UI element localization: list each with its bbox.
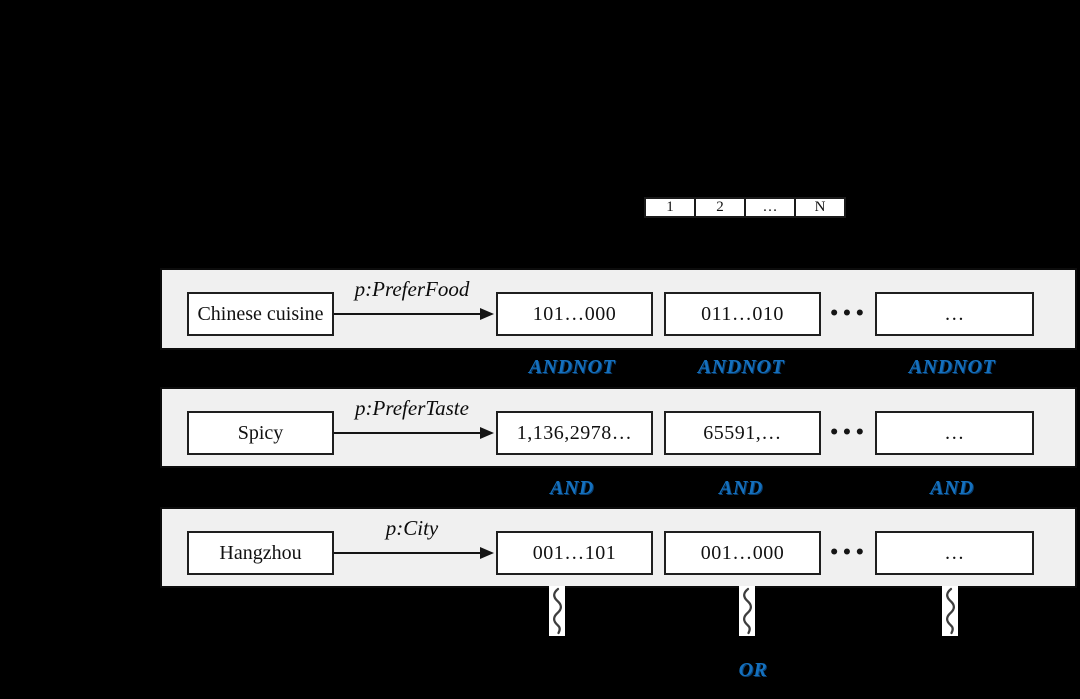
ellipsis-dots-icon: •••	[828, 304, 868, 324]
bitmap-chunk-box-2: 65591,…	[664, 411, 821, 455]
chunk-index-table: 1 2 … N	[644, 197, 846, 218]
operator-andnot-1: ANDNOT	[528, 356, 616, 378]
chunk-index-cell-1: 1	[644, 197, 696, 218]
chunk-index-cell-ellipsis: …	[744, 197, 796, 218]
bitmap-value: 001…101	[532, 541, 617, 564]
operator-andnot-2: ANDNOT	[697, 356, 785, 378]
predicate-arrow-head-icon	[480, 427, 494, 439]
operator-and-3: AND	[930, 477, 974, 499]
subject-label: Hangzhou	[219, 541, 302, 564]
subject-box-spicy: Spicy	[187, 411, 334, 455]
bitmap-chunk-box-n: …	[875, 292, 1034, 336]
bitmap-chunk-box-1: 101…000	[496, 292, 653, 336]
predicate-label-preferfood: p:PreferFood	[354, 277, 470, 301]
bitmap-value: 001…000	[700, 541, 785, 564]
bitmap-value: …	[944, 302, 965, 325]
bitmap-value: 1,136,2978…	[516, 421, 633, 444]
subject-box-chinese-cuisine: Chinese cuisine	[187, 292, 334, 336]
bitmap-value: …	[944, 541, 965, 564]
operator-or: OR	[738, 659, 768, 681]
operator-and-2: AND	[719, 477, 763, 499]
bitmap-value: 65591,…	[703, 421, 782, 444]
row-band-preferfood: Chinese cuisine p:PreferFood 101…000 011…	[160, 268, 1077, 350]
bitmap-chunk-box-n: …	[875, 411, 1034, 455]
bitmap-value: 101…000	[532, 302, 617, 325]
ellipsis-dots-icon: •••	[828, 543, 868, 563]
operator-andnot-3: ANDNOT	[908, 356, 996, 378]
predicate-arrow-line	[334, 432, 482, 434]
bitmap-chunk-box-1: 001…101	[496, 531, 653, 575]
subject-box-hangzhou: Hangzhou	[187, 531, 334, 575]
chunk-index-cell-2: 2	[694, 197, 746, 218]
bitmap-value: 011…010	[701, 302, 784, 325]
row-band-city: Hangzhou p:City 001…101 001…000 ••• …	[160, 507, 1077, 588]
predicate-arrow-line	[334, 313, 482, 315]
bitmap-chunk-box-1: 1,136,2978…	[496, 411, 653, 455]
ellipsis-dots-icon: •••	[828, 423, 868, 443]
squiggle-arrow-icon-1	[549, 586, 565, 636]
row-band-prefertaste: Spicy p:PreferTaste 1,136,2978… 65591,… …	[160, 387, 1077, 468]
predicate-arrow-head-icon	[480, 547, 494, 559]
operator-and-1: AND	[550, 477, 594, 499]
bitmap-chunk-box-2: 011…010	[664, 292, 821, 336]
predicate-label-prefertaste: p:PreferTaste	[355, 396, 469, 420]
bitmap-chunk-box-n: …	[875, 531, 1034, 575]
predicate-label-city: p:City	[385, 516, 439, 540]
bitmap-value: …	[944, 421, 965, 444]
squiggle-arrow-icon-2	[739, 586, 755, 636]
chunk-index-cell-n: N	[794, 197, 846, 218]
predicate-arrow-head-icon	[480, 308, 494, 320]
subject-label: Spicy	[237, 421, 284, 444]
subject-label: Chinese cuisine	[197, 302, 324, 325]
predicate-arrow-line	[334, 552, 482, 554]
bitmap-chunk-box-2: 001…000	[664, 531, 821, 575]
squiggle-arrow-icon-3	[942, 586, 958, 636]
